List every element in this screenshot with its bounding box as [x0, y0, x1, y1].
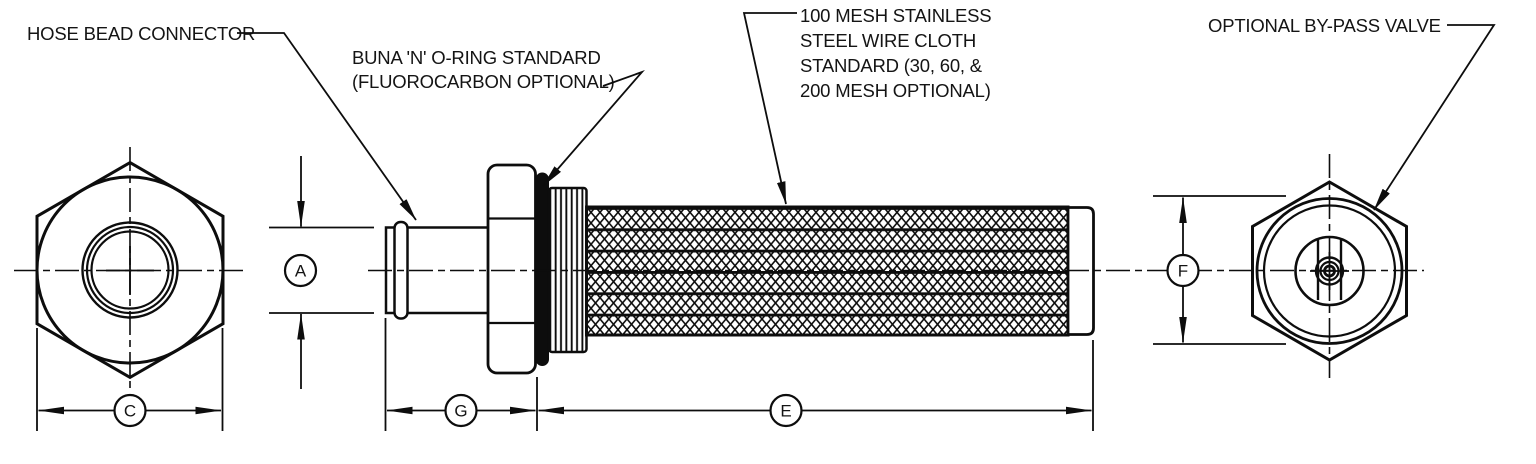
leader-mesh [742, 12, 797, 205]
callout-oring-line1: BUNA 'N' O-RING STANDARD [352, 47, 601, 68]
callout-hose-bead-connector: HOSE BEAD CONNECTOR [27, 23, 255, 44]
callout-mesh-line2: STEEL WIRE CLOTH [800, 30, 976, 51]
oring-seal [535, 172, 549, 366]
dim-a-balloon [283, 253, 318, 288]
dim-c-balloon [113, 393, 147, 428]
dimension-a: A [269, 156, 374, 389]
callout-mesh-line3: STANDARD (30, 60, & [800, 55, 983, 76]
dimension-e: E [538, 340, 1094, 431]
dim-g-balloon [444, 393, 478, 428]
dim-f-balloon [1166, 253, 1200, 288]
right-end-view: F [1153, 154, 1408, 378]
callout-mesh-line4: 200 MESH OPTIONAL) [800, 80, 991, 101]
dim-g-letter: G [454, 402, 467, 421]
side-view: A G E [269, 156, 1424, 431]
left-end-view: C [14, 147, 243, 431]
callout-bypass-valve: OPTIONAL BY-PASS VALVE [1208, 15, 1441, 36]
dim-f-letter: F [1178, 262, 1188, 281]
leader-hose-bead [237, 32, 417, 221]
dimension-g: G [384, 318, 538, 431]
left-hex-outline [35, 160, 225, 380]
dimension-c: C [36, 328, 224, 431]
leader-bypass [1373, 24, 1496, 211]
dim-a-letter: A [295, 262, 307, 281]
callouts: HOSE BEAD CONNECTOR BUNA 'N' O-RING STAN… [27, 5, 1496, 221]
callout-mesh-line1: 100 MESH STAINLESS [800, 5, 991, 26]
dim-e-letter: E [780, 402, 791, 421]
callout-oring-line2: (FLUOROCARBON OPTIONAL) [352, 71, 615, 92]
leader-oring [542, 69, 645, 187]
dim-c-letter: C [124, 402, 136, 421]
hex-nut-body [486, 163, 537, 375]
dim-e-balloon [769, 393, 803, 428]
dimension-f: F [1153, 195, 1286, 345]
